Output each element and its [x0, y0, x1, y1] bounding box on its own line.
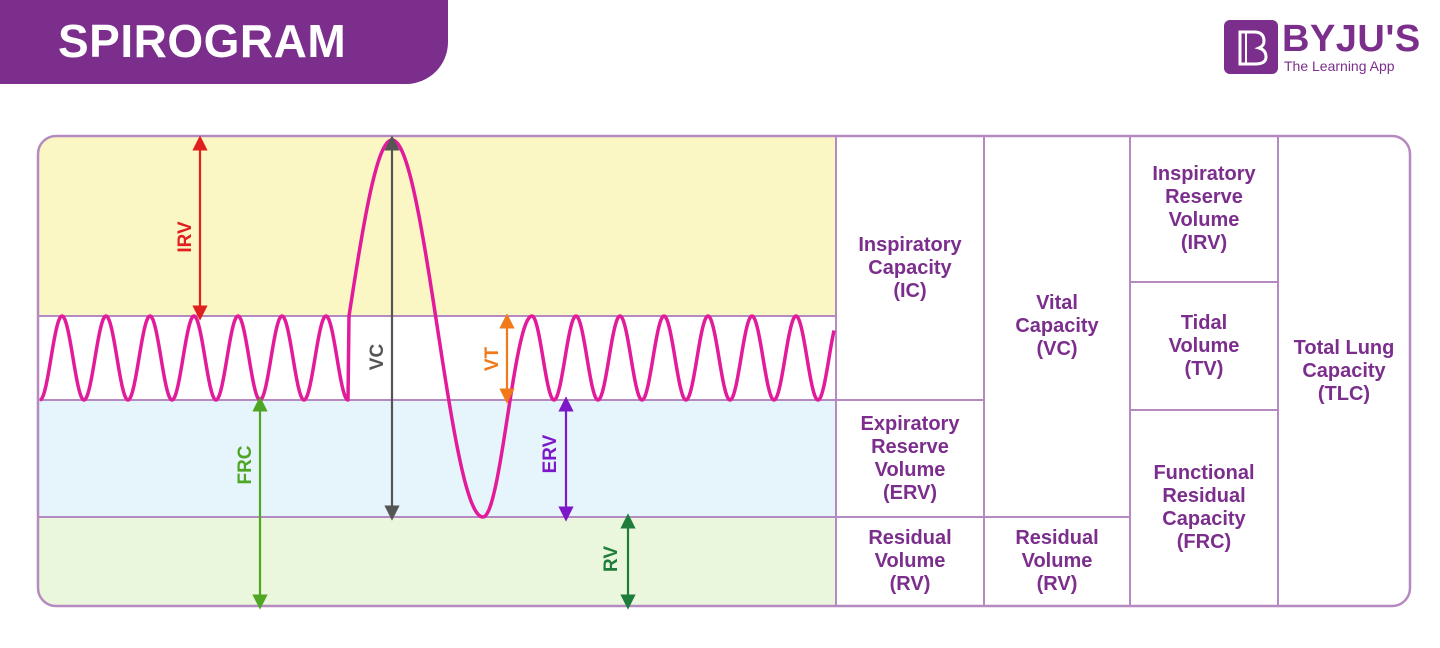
table-background: [836, 136, 1410, 606]
brand-name: BYJU'S: [1282, 18, 1421, 60]
title-banner: SPIROGRAM: [0, 0, 448, 84]
spirogram-wave: [39, 138, 836, 519]
vc-cell: Vital Capacity (VC): [984, 136, 1130, 517]
page-title: SPIROGRAM: [58, 15, 347, 67]
tlc-cell: Total Lung Capacity (TLC): [1278, 136, 1410, 606]
vc-label: VC: [367, 343, 388, 371]
irv-label: IRV: [175, 221, 196, 253]
brand-logo: BYJU'S The Learning App: [1224, 18, 1424, 78]
vt-label: VT: [482, 346, 503, 372]
erv-label: ERV: [540, 434, 561, 474]
irv-zone: [38, 136, 836, 316]
rv-cell-2-label: Residual Volume (RV): [1015, 527, 1099, 595]
irv-cell-label: Inspiratory Reserve Volume (IRV): [1152, 163, 1256, 254]
brand-tagline: The Learning App: [1284, 58, 1395, 74]
frc-label: FRC: [235, 445, 256, 485]
erv-cell-label: Expiratory Reserve Volume (ERV): [860, 412, 960, 504]
frc-cell-label: Functional Residual Capacity (FRC): [1153, 462, 1255, 553]
ic-cell-label: Inspiratory Capacity (IC): [858, 233, 962, 302]
rv-cell: Residual Volume (RV): [836, 517, 984, 606]
tv-cell: Tidal Volume (TV): [1130, 282, 1278, 410]
rv-zone: [38, 517, 836, 606]
rv-label: RV: [601, 545, 622, 573]
diagram-frame: [36, 134, 1412, 608]
rv-cell-label: Residual Volume (RV): [868, 527, 952, 595]
frc-cell: Functional Residual Capacity (FRC): [1130, 410, 1278, 606]
erv-cell: Expiratory Reserve Volume (ERV): [836, 400, 984, 517]
rv-cell-2: Residual Volume (RV): [984, 517, 1130, 606]
vc-cell-label: Vital Capacity (VC): [1015, 292, 1099, 360]
ic-cell: Inspiratory Capacity (IC): [836, 136, 984, 400]
brand-logo-icon: [1224, 20, 1278, 74]
tlc-cell-label: Total Lung Capacity (TLC): [1293, 336, 1395, 405]
tv-cell-label: Tidal Volume (TV): [1168, 311, 1240, 380]
irv-cell: Inspiratory Reserve Volume (IRV): [1130, 136, 1278, 282]
erv-zone: [38, 400, 836, 517]
